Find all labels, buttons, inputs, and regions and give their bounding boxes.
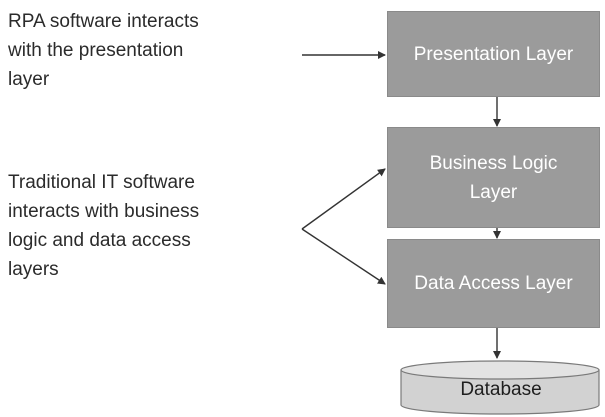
business-logic-layer-box: Business Logic Layer: [387, 127, 600, 228]
presentation-layer-box: Presentation Layer: [387, 11, 600, 97]
presentation-layer-label: Presentation Layer: [413, 43, 574, 65]
business-logic-layer-label: Business Logic Layer: [429, 152, 558, 203]
rpa-annotation: RPA software interacts with the presenta…: [8, 11, 199, 90]
traditional-it-annotation: Traditional IT software interacts with b…: [8, 172, 200, 280]
it-to-data-access-arrow: [301, 228, 386, 285]
data-access-layer-label: Data Access Layer: [414, 273, 573, 294]
database-label: Database: [460, 379, 542, 400]
data-access-layer-box: Data Access Layer: [387, 239, 600, 328]
database-cylinder: [400, 360, 600, 415]
it-to-business-logic-arrow: [301, 168, 386, 230]
